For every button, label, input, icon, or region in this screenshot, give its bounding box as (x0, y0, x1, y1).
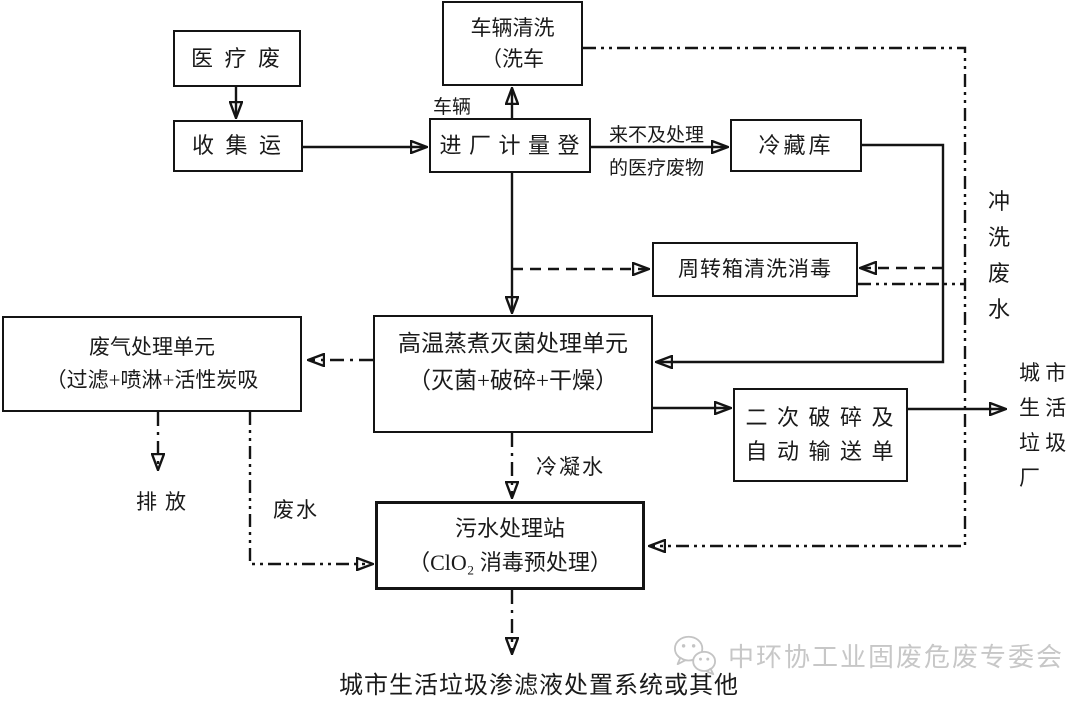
node-vehicle-wash: 车辆清洗 （洗车 (442, 1, 583, 86)
label-flush-wastewater: 冲 洗 废 水 (988, 189, 1011, 322)
line-wastewater-to-sewage (248, 412, 372, 564)
watermark: 中环协工业固废危废专委会 (672, 634, 1064, 676)
label-discharge: 排放 (136, 490, 194, 514)
line-flush-wastewater-to-sewage (583, 46, 967, 546)
node-sewage-station: 污水处理站 （ClO₂ 消毒预处理） (375, 501, 645, 590)
label-leachate-system: 城市生活垃圾渗滤液处置系统或其他 (339, 673, 739, 699)
label-wastewater: 废水 (273, 498, 319, 522)
node-sterilization-unit: 高温蒸煮灭菌处理单元 （灭菌+破碎+干燥） (373, 315, 653, 433)
node-cold-storage: 冷藏库 (730, 119, 862, 172)
label-msw-plant: 城 市 生 活 垃 圾 厂 (1019, 361, 1067, 490)
label-vehicle: 车辆 (433, 97, 472, 118)
node-waste-gas-unit: 废气处理单元 （过滤+喷淋+活性炭吸 (2, 316, 302, 412)
line-cold-storage-to-sterilization (657, 143, 945, 362)
label-untreated-waste: 来不及处理 的医疗废物 (609, 125, 705, 179)
node-entry-weighing: 进 厂 计 量 登 (429, 118, 591, 173)
node-turnover-box-cleaning: 周转箱清洗消毒 (652, 242, 858, 297)
node-medical-waste: 医 疗 废 (173, 30, 301, 87)
node-collection: 收 集 运 (173, 120, 303, 172)
wechat-icon (674, 635, 716, 676)
watermark-text: 中环协工业固废危废专委会 (728, 642, 1065, 672)
label-condensate: 冷凝水 (536, 455, 605, 479)
node-secondary-crushing: 二 次 破 碎 及 自 动 输 送 单 (733, 388, 908, 482)
